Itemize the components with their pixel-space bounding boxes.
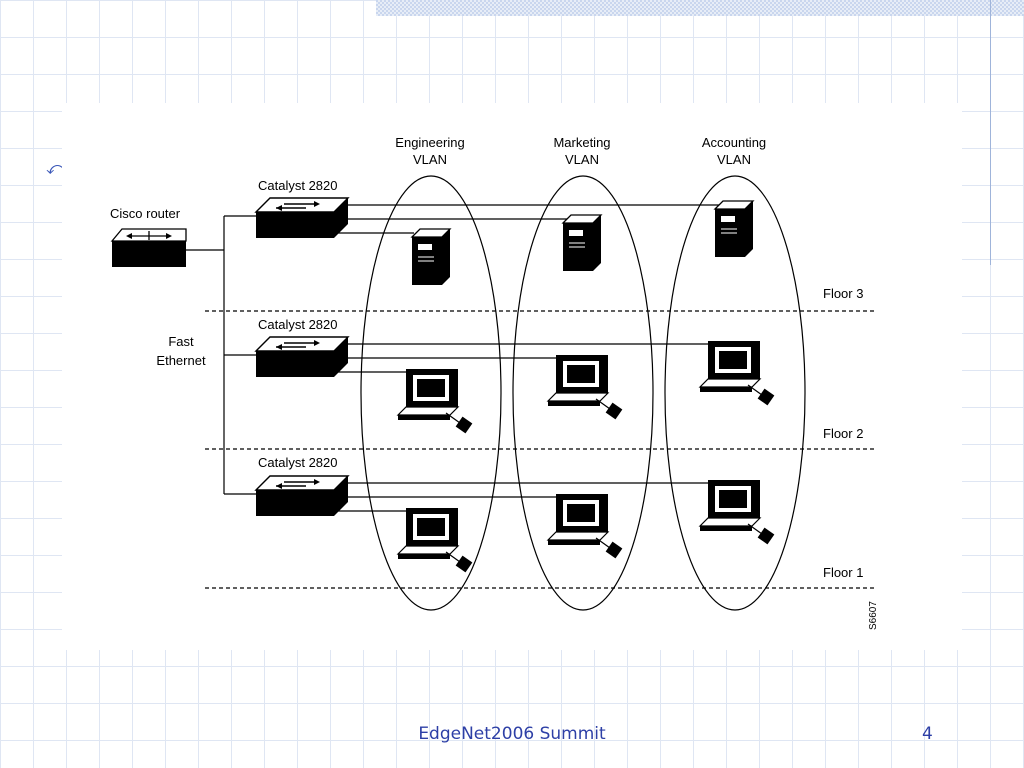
network-diagram-figure: Cisco router Catalyst 2820 Catalyst 2820… bbox=[62, 103, 962, 650]
router-label: Cisco router bbox=[110, 206, 181, 221]
figure-id: S6607 bbox=[868, 601, 879, 630]
vlan-label-marketing-line1: Marketing bbox=[553, 135, 610, 150]
backbone-label-line1: Fast bbox=[168, 334, 194, 349]
right-decorative-rule bbox=[990, 0, 991, 265]
floor-label-1: Floor 1 bbox=[823, 565, 863, 580]
vlan-boundary-marketing bbox=[512, 175, 654, 611]
vlan-label-engineering-line1: Engineering bbox=[395, 135, 464, 150]
workstation-icon bbox=[397, 507, 473, 573]
server-icon bbox=[714, 200, 754, 258]
workstation-icon bbox=[699, 479, 775, 545]
switch-icon bbox=[255, 475, 349, 517]
bullet-icon: ⤺ bbox=[46, 158, 66, 178]
page-number: 4 bbox=[922, 724, 933, 744]
top-decorative-band bbox=[376, 0, 1024, 16]
server-icon bbox=[411, 228, 451, 286]
workstation-icon bbox=[547, 493, 623, 559]
router-icon bbox=[110, 228, 187, 267]
vlan-label-accounting-line2: VLAN bbox=[717, 152, 751, 167]
vlan-label-marketing-line2: VLAN bbox=[565, 152, 599, 167]
workstation-icon bbox=[547, 354, 623, 420]
vlan-boundary-accounting bbox=[664, 175, 806, 611]
switch-label-floor1: Catalyst 2820 bbox=[258, 455, 338, 470]
vlan-boundary-engineering bbox=[360, 175, 502, 611]
switch-label-floor3: Catalyst 2820 bbox=[258, 178, 338, 193]
vlan-label-accounting-line1: Accounting bbox=[702, 135, 766, 150]
backbone-label-line2: Ethernet bbox=[156, 353, 206, 368]
floor-label-2: Floor 2 bbox=[823, 426, 863, 441]
network-diagram: Cisco router Catalyst 2820 Catalyst 2820… bbox=[110, 135, 879, 630]
workstation-icon bbox=[397, 368, 473, 434]
floor-label-3: Floor 3 bbox=[823, 286, 863, 301]
switch-icon bbox=[255, 197, 349, 239]
server-icon bbox=[562, 214, 602, 272]
switch-label-floor2: Catalyst 2820 bbox=[258, 317, 338, 332]
vlan-label-engineering-line2: VLAN bbox=[413, 152, 447, 167]
switch-icon bbox=[255, 336, 349, 378]
footer-title: EdgeNet2006 Summit bbox=[418, 724, 606, 744]
workstation-icon bbox=[699, 340, 775, 406]
